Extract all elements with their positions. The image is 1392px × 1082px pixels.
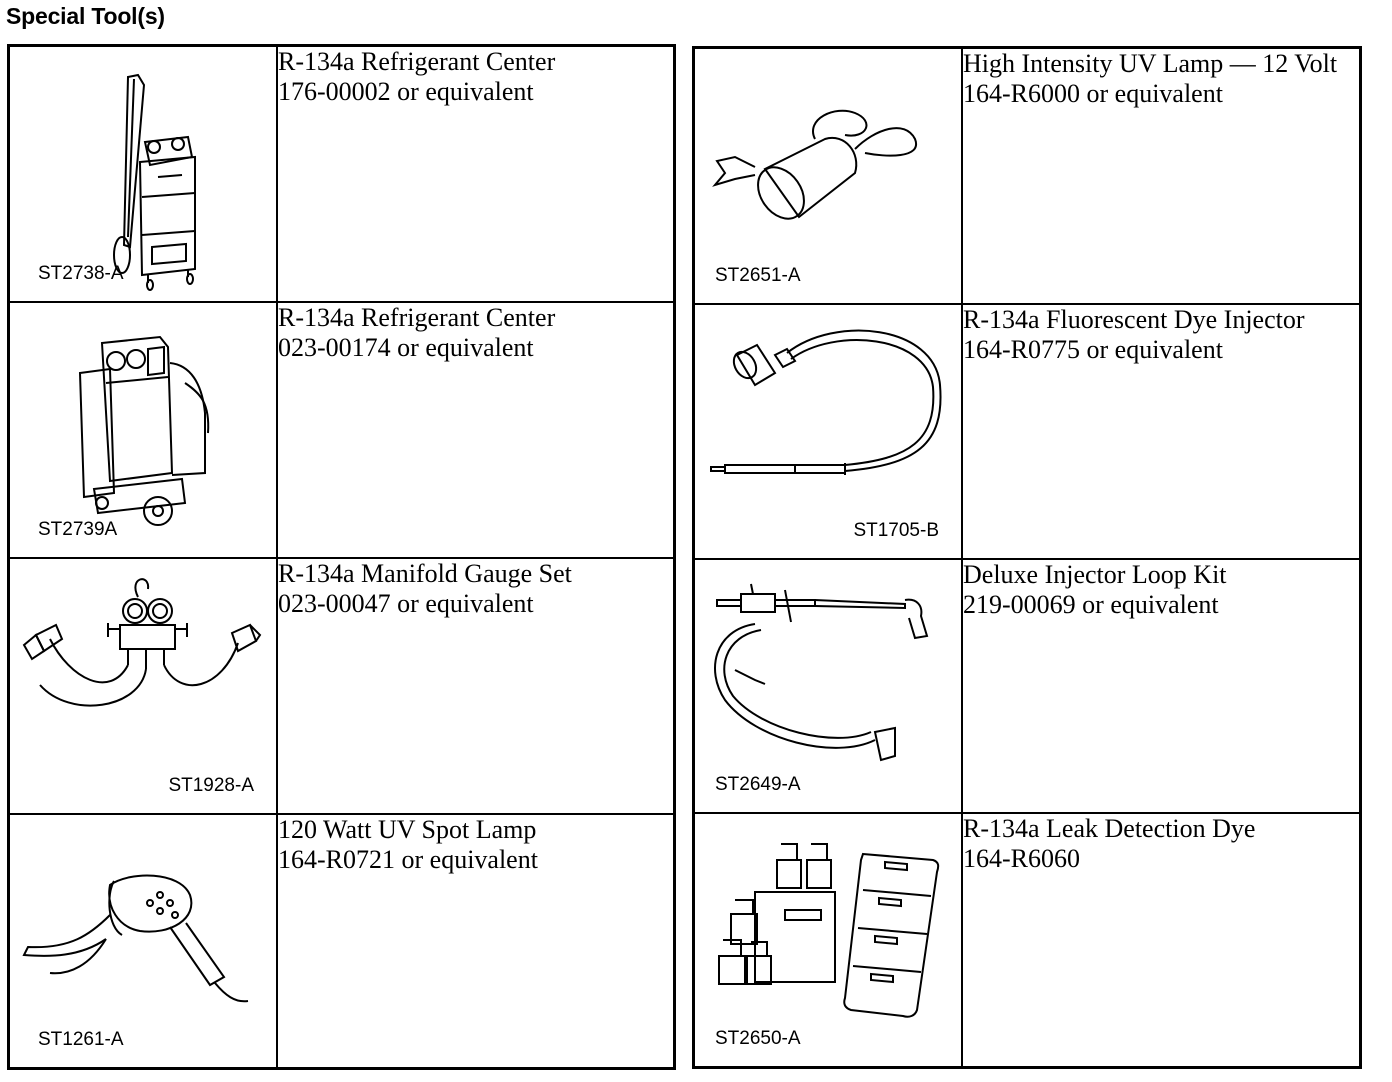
tool-part-number: 176-00002 or equivalent (278, 77, 534, 106)
tool-code: ST2739A (38, 518, 118, 540)
tool-name: R-134a Fluorescent Dye Injector (963, 304, 1305, 334)
tool-image-cell: ST2739A (7, 300, 278, 559)
tool-row: ST1928-A R-134a Manifold Gauge Set 023-0… (7, 556, 676, 815)
tool-part-number: 164-R6060 (963, 843, 1080, 873)
tool-image-cell: ST2651-A (692, 46, 963, 305)
tool-row: ST2650-A R-134a Leak Detection Dye 164-R… (692, 811, 1362, 1068)
tool-code: ST2738-A (38, 262, 124, 284)
tool-row: ST2739A R-134a Refrigerant Center 023-00… (7, 300, 676, 559)
tool-part-number: 219-00069 or equivalent (963, 589, 1219, 619)
tool-row: ST2738-A R-134a Refrigerant Center 176-0… (7, 44, 676, 303)
tool-part-number: 164-R6000 or equivalent (963, 79, 1223, 108)
tool-name: Deluxe Injector Loop Kit (963, 559, 1227, 589)
injector-loop-kit-icon (714, 583, 929, 761)
tool-row: ST1261-A 120 Watt UV Spot Lamp 164-R0721… (7, 812, 676, 1069)
tool-description-cell: R-134a Fluorescent Dye Injector 164-R077… (961, 302, 1362, 560)
uv-spot-lamp-icon (22, 874, 249, 1002)
tool-image-cell: ST2649-A (692, 557, 963, 814)
special-tools-table-right: ST2651-A High Intensity UV Lamp — 12 Vol… (692, 46, 1362, 1069)
tool-name: R-134a Leak Detection Dye (963, 813, 1256, 843)
tool-part-number: 023-00174 or equivalent (278, 332, 534, 362)
tool-name: High Intensity UV Lamp — 12 Volt (963, 49, 1338, 78)
tool-image-cell: ST2738-A (7, 44, 278, 303)
refrigerant-center-cart-icon (113, 73, 196, 291)
tool-image-cell: ST2650-A (692, 811, 963, 1068)
tool-image-cell: ST1928-A (7, 556, 278, 815)
tool-description-cell: R-134a Leak Detection Dye 164-R6060 (961, 811, 1362, 1068)
tool-description-cell: High Intensity UV Lamp — 12 Volt 164-R60… (961, 46, 1362, 305)
tool-description-cell: R-134a Refrigerant Center 023-00174 or e… (276, 300, 676, 559)
tool-description-cell: R-134a Manifold Gauge Set 023-00047 or e… (276, 556, 676, 815)
tool-row: ST2649-A Deluxe Injector Loop Kit 219-00… (692, 557, 1362, 814)
tool-code: ST1261-A (38, 1028, 124, 1050)
tool-part-number: 164-R0721 or equivalent (278, 844, 538, 874)
uv-lamp-12v-icon (712, 109, 918, 220)
tool-part-number: 023-00047 or equivalent (278, 588, 534, 618)
tool-code: ST2650-A (715, 1027, 801, 1049)
page-title: Special Tool(s) (6, 3, 165, 29)
tool-part-number: 164-R0775 or equivalent (963, 334, 1223, 364)
tool-code: ST1928-A (168, 774, 254, 796)
special-tools-table-left: ST2738-A R-134a Refrigerant Center 176-0… (7, 44, 676, 1070)
tool-code: ST2651-A (715, 264, 801, 286)
tool-image-cell: ST1261-A (7, 812, 278, 1069)
tool-code: ST2649-A (715, 773, 801, 795)
tool-row: ST2651-A High Intensity UV Lamp — 12 Vol… (692, 46, 1362, 305)
tool-description-cell: 120 Watt UV Spot Lamp 164-R0721 or equiv… (276, 812, 676, 1069)
refrigerant-center-station-icon (78, 335, 210, 526)
tool-name: R-134a Refrigerant Center (278, 302, 556, 332)
tool-code: ST1705-B (853, 519, 939, 541)
tool-image-cell: ST1705-B (692, 302, 963, 560)
tool-name: R-134a Manifold Gauge Set (278, 558, 572, 588)
tool-name: 120 Watt UV Spot Lamp (278, 814, 537, 844)
leak-detection-dye-icon (718, 842, 940, 1018)
tool-description-cell: Deluxe Injector Loop Kit 219-00069 or eq… (961, 557, 1362, 814)
tool-name: R-134a Refrigerant Center (278, 47, 556, 76)
tool-description-cell: R-134a Refrigerant Center 176-00002 or e… (276, 44, 676, 303)
dye-injector-icon (710, 329, 942, 475)
manifold-gauge-set-icon (22, 577, 262, 707)
tool-row: ST1705-B R-134a Fluorescent Dye Injector… (692, 302, 1362, 560)
